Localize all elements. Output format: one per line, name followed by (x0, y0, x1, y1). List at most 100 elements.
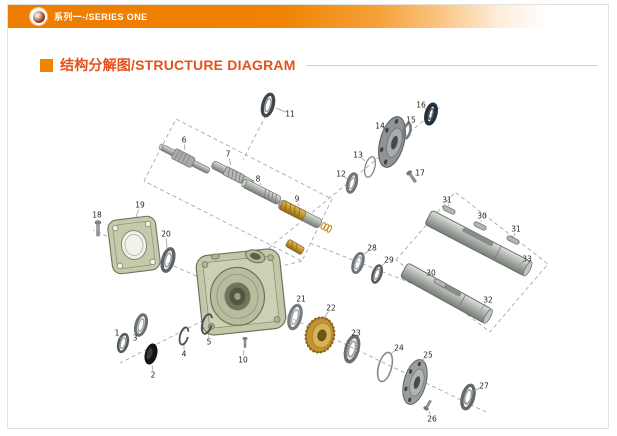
leader-line-part-3 (137, 331, 140, 335)
page: 系列一-/SERIES ONE 结构分解图/STRUCTURE DIAGRAM (7, 4, 609, 429)
leader-line-part-24 (389, 350, 396, 355)
part-label-12: 12 (336, 170, 346, 179)
part-label-26: 26 (427, 415, 437, 424)
part-label-27: 27 (479, 382, 489, 391)
part-label-29: 29 (384, 256, 394, 265)
part-20-bearing (160, 247, 176, 273)
part-label-31: 31 (511, 225, 521, 234)
part-label-25: 25 (423, 351, 433, 360)
part-label-17: 17 (415, 169, 425, 178)
axis-bottom-left (119, 316, 211, 364)
part-label-20: 20 (161, 230, 171, 239)
leader-line-part-28 (362, 250, 369, 256)
part-label-19: 19 (135, 201, 145, 210)
part-label-4: 4 (182, 350, 187, 359)
part-label-33: 33 (522, 255, 532, 264)
part-5-circlip (200, 313, 214, 335)
part-11-seal-ring (260, 92, 276, 118)
part-label-11: 11 (285, 110, 295, 119)
part-label-16: 16 (416, 101, 426, 110)
housing-worm-bore (245, 249, 266, 264)
part-31-key (442, 205, 456, 215)
axis-worm-to-housing (269, 260, 303, 270)
leader-line-part-22 (323, 311, 329, 319)
title-bullet-square (40, 58, 53, 72)
part-19-mounting-flange (107, 215, 161, 275)
leader-line-part-14 (382, 129, 387, 134)
leader-line-part-6 (184, 144, 186, 151)
part-25-output-flange (402, 359, 428, 405)
leader-line-part-7 (228, 158, 232, 166)
leader-line-part-1 (119, 336, 122, 340)
worm-insert-gold (285, 239, 305, 255)
gearbox-housing (195, 248, 287, 336)
part-label-23: 23 (351, 329, 361, 338)
leader-line-part-13 (361, 157, 366, 162)
part-27-bearing (460, 383, 476, 411)
series-label: 系列一-/SERIES ONE (54, 12, 148, 22)
leader-line-part-9 (297, 203, 300, 207)
page-title: 结构分解图/STRUCTURE DIAGRAM (60, 57, 296, 73)
part-3-seal-ring (133, 313, 149, 337)
part-label-30: 30 (426, 269, 436, 278)
leader-line-part-11 (275, 107, 287, 113)
leader-line-part-8 (259, 182, 262, 186)
part-24-o-ring (376, 351, 394, 383)
part-1-ring (116, 332, 130, 354)
part-31-key (506, 235, 520, 245)
brand-logo-icon (30, 8, 47, 25)
leader-line-part-10 (243, 349, 245, 356)
part-23-ball-bearing (343, 334, 361, 364)
part-26-screw (423, 399, 432, 411)
part-16-oil-seal (424, 102, 438, 126)
part-12-bearing (345, 172, 359, 194)
part-label-8: 8 (256, 175, 261, 184)
part-label-15: 15 (406, 116, 416, 125)
brand-logo-emblem (32, 10, 45, 23)
part-17-bolt (406, 170, 417, 184)
leader-line-part-29 (380, 262, 386, 267)
part-32-output-shaft (400, 263, 493, 324)
part-label-9: 9 (295, 195, 300, 204)
part-6-input-shaft (158, 143, 210, 174)
part-label-21: 21 (296, 295, 306, 304)
header-bar: 系列一-/SERIES ONE (8, 5, 608, 28)
part-30-key (473, 221, 487, 231)
part-label-31: 31 (442, 196, 452, 205)
part-30-key (433, 278, 447, 288)
part-7-worm-shaft-section (211, 161, 255, 188)
part-label-2: 2 (151, 371, 156, 380)
part-label-30: 30 (477, 212, 487, 221)
leader-line-part-27 (473, 387, 481, 392)
part-15-ring (402, 122, 412, 140)
part-14-bearing-cover-flange (378, 116, 406, 168)
part-label-18: 18 (92, 211, 102, 220)
leader-line-part-30 (433, 276, 438, 281)
part-label-32: 32 (483, 296, 493, 305)
part-label-5: 5 (207, 338, 212, 347)
leader-line-part-12 (344, 176, 348, 180)
part-9-worm (278, 199, 333, 233)
part-label-10: 10 (238, 356, 248, 365)
part-28-bearing (351, 251, 365, 275)
leader-line-part-15 (407, 123, 409, 126)
part-29-seal-ring (371, 264, 383, 284)
leader-line-part-32 (480, 303, 486, 311)
part-label-6: 6 (182, 136, 187, 145)
part-4-circlip (178, 326, 190, 346)
leader-line-part-5 (207, 332, 209, 338)
part-33-output-shaft-long (425, 210, 533, 277)
part-22-worm-wheel-gear (304, 316, 336, 354)
part-13-o-ring (363, 156, 377, 178)
part-label-22: 22 (326, 304, 336, 313)
part-2-rubber-cap (144, 343, 158, 365)
leader-line-part-2 (151, 364, 153, 371)
axis-seal-11 (242, 114, 267, 161)
part-21-ring (287, 303, 303, 331)
part-label-7: 7 (226, 150, 231, 159)
leader-line-part-19 (135, 209, 139, 218)
leader-line-part-20 (165, 238, 168, 249)
leader-line-part-25 (419, 357, 425, 363)
diagram-svg: 1234567891011121314151617181920212223242… (92, 92, 549, 424)
worm-group-outline (143, 118, 333, 262)
